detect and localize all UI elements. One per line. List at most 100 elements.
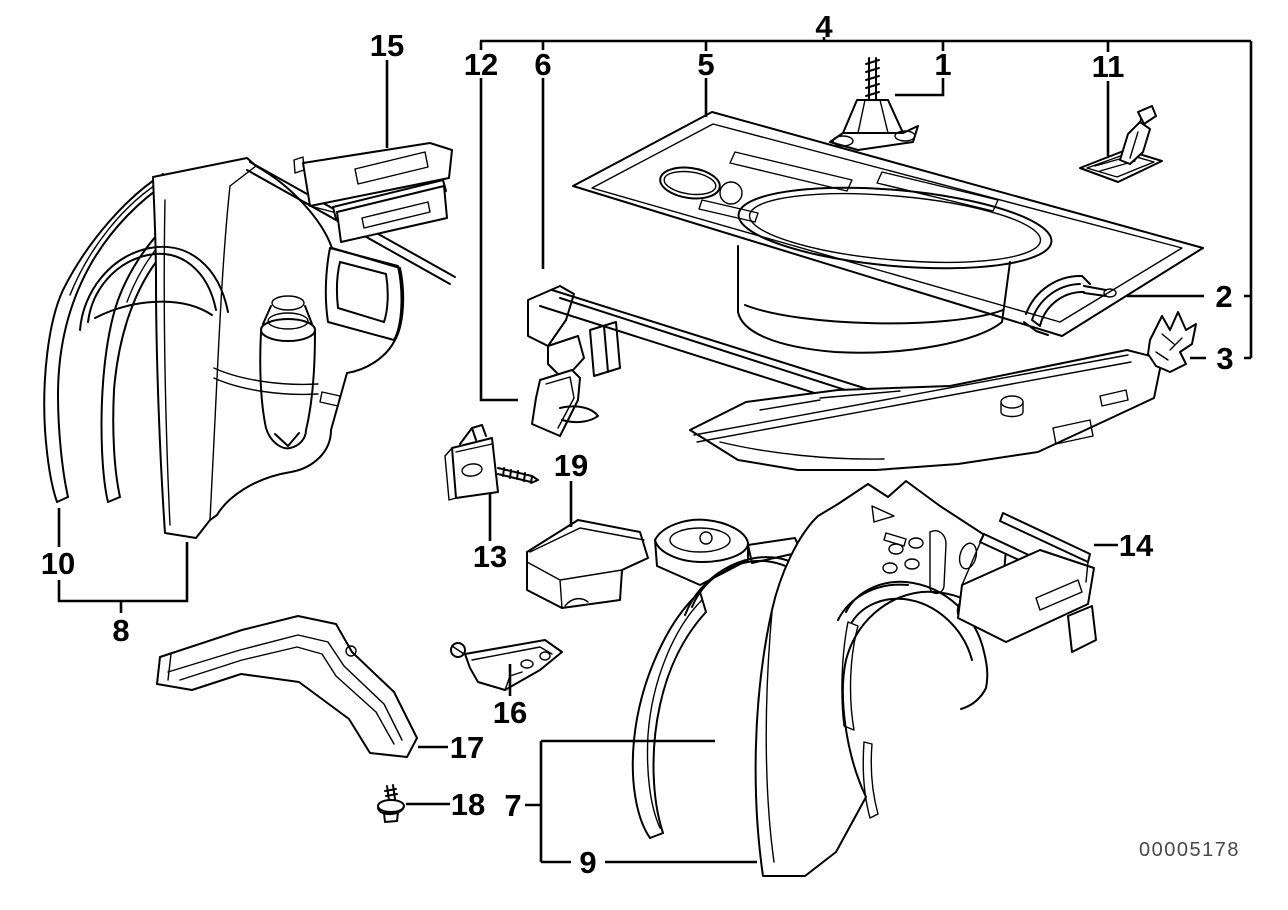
screw-18-shaft	[384, 784, 398, 801]
part-19-cover	[526, 519, 649, 609]
floor-panel-slots	[698, 151, 999, 223]
part-18-screw	[377, 784, 405, 823]
bracket-3-detail	[1155, 333, 1183, 361]
cylinder-collar	[260, 318, 316, 342]
cylinder-sides	[259, 305, 316, 450]
part-1-jack-support	[829, 57, 919, 151]
wheel-arch-lips	[837, 580, 989, 710]
callout-label-6: 6	[534, 47, 551, 82]
callout-label-5: 5	[697, 47, 714, 82]
arch-blade-inner-line	[646, 599, 703, 829]
arch-blade-crescent	[631, 591, 707, 839]
bracket-2-arcs	[1023, 274, 1091, 336]
callout-labels: 1 2 3 4 5 6 7 8 9 10 11 12 13 14 15 16 1…	[41, 9, 1234, 880]
strut-plate-inner	[669, 527, 731, 553]
bracket-2-pin	[1083, 285, 1107, 297]
bracket-12-detail	[545, 376, 575, 429]
part-17-support-channel	[156, 615, 418, 758]
part-13-bracket-with-screw	[444, 424, 539, 501]
part-6-front-support	[527, 285, 1021, 456]
callout-label-19: 19	[554, 448, 588, 483]
bracket-13-hole	[461, 463, 483, 477]
callout-leader-lines	[57, 37, 1253, 864]
callout-label-1: 1	[934, 47, 951, 82]
part-12-wedge-bracket	[531, 369, 599, 437]
callout-label-15: 15	[370, 28, 404, 63]
small-recess-rim	[659, 166, 721, 200]
bracket-11-hook	[1137, 105, 1157, 125]
housing-body	[152, 157, 405, 539]
jack-support-body	[842, 99, 904, 134]
part-16-bracket	[450, 639, 563, 691]
rear-floor-pan-outline	[689, 349, 1163, 471]
part-14-support-member	[957, 512, 1097, 653]
callout-label-14: 14	[1119, 528, 1154, 563]
trim-panel-bar	[302, 142, 453, 207]
floor-panel-outline	[572, 111, 1204, 337]
floor-panel-border	[591, 123, 1183, 323]
pillar-hole-1	[888, 543, 904, 555]
bracket-16-body	[464, 639, 563, 691]
bracket-13-screw	[497, 467, 539, 484]
channel-17-body	[156, 615, 418, 758]
part-2-channel-bracket	[1023, 274, 1117, 336]
small-recess-inner	[663, 170, 717, 196]
callout-label-4: 4	[815, 9, 833, 44]
part-3-clamp-bracket	[1147, 311, 1197, 373]
jack-support-rod	[865, 57, 880, 101]
part-15-trim-panel	[293, 142, 453, 243]
doc-number: 00005178	[1139, 839, 1240, 861]
cylinder-top	[267, 312, 309, 330]
bracket-16-hole-2	[539, 651, 551, 661]
rear-floor-pan-details	[693, 354, 1132, 460]
floor-pan-bung	[1000, 395, 1024, 409]
bracket-16-hole-1	[520, 659, 534, 669]
callout-label-3: 3	[1216, 341, 1233, 376]
pillar-triangle-hole	[871, 505, 947, 595]
part-4-trunk-floor-assembly	[527, 57, 1204, 471]
strut-plate-hole	[699, 531, 713, 545]
bracket-13-tabs	[459, 424, 487, 445]
callout-label-12: 12	[464, 47, 498, 82]
screw-18-head	[377, 805, 405, 823]
cover-19-body	[526, 519, 649, 609]
shelf-support-pocket	[324, 247, 403, 341]
cylinder-cap	[271, 295, 305, 311]
callout-label-2: 2	[1215, 279, 1232, 314]
pillar-hole-4	[904, 558, 920, 570]
bracket-12-hook	[559, 405, 599, 424]
jack-base-foot-right	[894, 130, 916, 142]
part-11-bracket	[1079, 105, 1163, 183]
callout-label-16: 16	[493, 695, 527, 730]
bracket-13-flange	[444, 443, 493, 501]
member-14-wedge	[957, 549, 1095, 643]
spare-wheel-well	[737, 245, 1011, 354]
callout-label-17: 17	[450, 730, 484, 765]
callout-label-7: 7	[504, 788, 521, 823]
housing-fold-lines	[163, 165, 319, 526]
bracket-13-plate	[451, 437, 499, 499]
quarter-panel-body	[754, 480, 1007, 877]
part-7-9-quarter-panel-assembly	[631, 480, 1097, 877]
pillar-oval-slot	[958, 542, 978, 570]
channel-17-hole	[345, 645, 357, 657]
housing-slot	[319, 391, 341, 407]
jack-base-foot-left	[832, 135, 854, 147]
trim-panel-details	[293, 151, 429, 214]
wheel-arch-dome	[79, 245, 229, 331]
spare-wheel-recess-inner	[748, 192, 1042, 264]
spare-wheel-recess-rim	[737, 186, 1053, 270]
bracket-12-body	[531, 369, 581, 437]
callout-label-10: 10	[41, 546, 75, 581]
jack-support-folds	[857, 99, 889, 134]
member-14-tab	[1067, 605, 1097, 653]
quarter-panel-slivers	[841, 621, 879, 819]
callout-label-8: 8	[112, 613, 129, 648]
member-14-slot	[961, 533, 1089, 611]
pillar-hole-3	[882, 562, 898, 574]
callout-label-13: 13	[473, 539, 507, 574]
bracket-2-pin-tip	[1103, 288, 1117, 298]
fuel-pump-hole	[719, 181, 743, 205]
